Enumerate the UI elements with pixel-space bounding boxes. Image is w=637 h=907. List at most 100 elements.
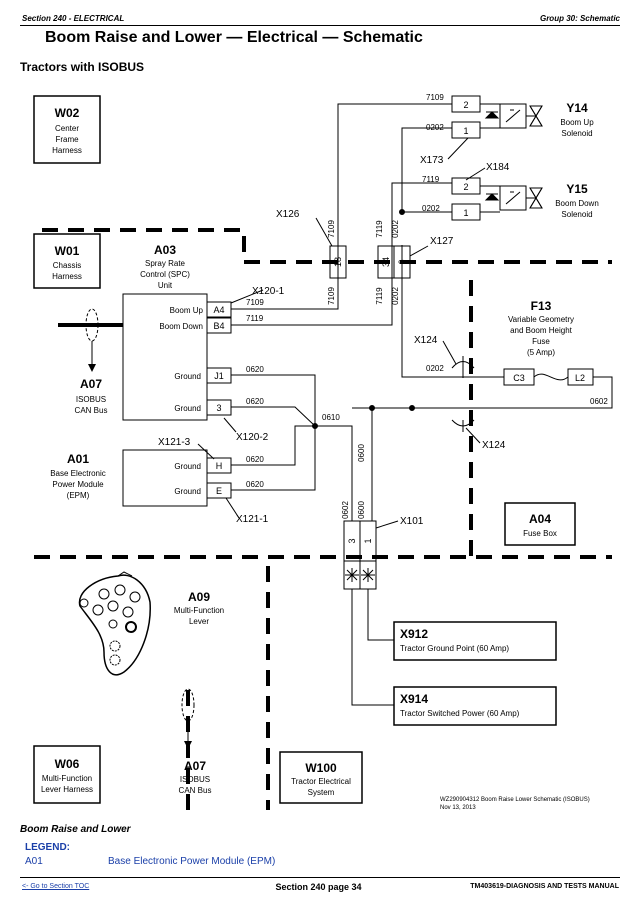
pin-a4: A4 bbox=[213, 305, 224, 315]
f13-name-1: Variable Geometry bbox=[508, 315, 574, 324]
y15-name-1: Boom Down bbox=[555, 199, 599, 208]
wire-0620-h: 0620 bbox=[246, 455, 264, 464]
a04-name: Fuse Box bbox=[523, 529, 557, 538]
legend-description: Base Electronic Power Module (EPM) bbox=[108, 856, 276, 867]
w100-name-1: Tractor Electrical bbox=[291, 777, 351, 786]
figure-ref-1: WZ290904312 Boom Raise Lower Schematic (… bbox=[440, 797, 590, 803]
x126-label: X126 bbox=[276, 209, 300, 220]
w06-name-2: Lever Harness bbox=[41, 785, 93, 794]
a09-name-1: Multi-Function bbox=[174, 606, 224, 615]
y14-pin-2: 2 bbox=[463, 100, 468, 110]
a03-pin-name-ground-1: Ground bbox=[174, 372, 201, 381]
w02-code: W02 bbox=[55, 106, 80, 120]
page-title: Boom Raise and Lower — Electrical — Sche… bbox=[45, 29, 423, 46]
x126-connector bbox=[329, 245, 347, 279]
header-rule bbox=[20, 25, 620, 26]
wire-0600-lower: 0600 bbox=[357, 501, 366, 519]
wire-7119-b4: 7119 bbox=[246, 314, 264, 323]
x914-name: Tractor Switched Power (60 Amp) bbox=[400, 709, 520, 718]
x173-label: X173 bbox=[420, 155, 444, 166]
wire-0610: 0610 bbox=[322, 413, 340, 422]
w06-box bbox=[33, 745, 101, 804]
wire-7109-upper: 7109 bbox=[327, 220, 336, 238]
w02-name-2: Frame bbox=[55, 135, 79, 144]
figure-ref-2: Nov 13, 2013 bbox=[440, 805, 476, 811]
a07-bottom-name-2: CAN Bus bbox=[179, 786, 212, 795]
x912-name: Tractor Ground Point (60 Amp) bbox=[400, 644, 509, 653]
a03-name-2: Control (SPC) bbox=[140, 270, 190, 279]
a03-name-1: Spray Rate bbox=[145, 259, 186, 268]
wire-0202-y14: 0202 bbox=[426, 123, 444, 132]
legend-code: A01 bbox=[25, 856, 43, 867]
pin-3: 3 bbox=[216, 403, 221, 413]
w100-name-2: System bbox=[308, 788, 335, 797]
a03-name-3: Unit bbox=[158, 281, 173, 290]
x127-label: X127 bbox=[430, 236, 454, 247]
x101-label: X101 bbox=[400, 516, 424, 527]
pin-h: H bbox=[216, 461, 223, 471]
y14-code: Y14 bbox=[566, 101, 588, 115]
toc-link[interactable]: <- Go to Section TOC bbox=[22, 883, 90, 890]
a07-bottom-name-1: ISOBUS bbox=[180, 775, 210, 784]
a01-name-1: Base Electronic bbox=[50, 469, 106, 478]
y15-name-2: Solenoid bbox=[561, 210, 592, 219]
w100-code: W100 bbox=[305, 761, 337, 775]
wire-0600-upper: 0600 bbox=[357, 444, 366, 462]
wire-0202-lower: 0202 bbox=[391, 287, 400, 305]
x914-code: X914 bbox=[400, 692, 428, 706]
x101-pin-3: 3 bbox=[347, 538, 357, 543]
legend-heading: LEGEND: bbox=[25, 842, 70, 853]
header-group: Group 30: Schematic bbox=[539, 14, 620, 23]
wire-7119-top: 7119 bbox=[422, 175, 440, 184]
x121-1-label: X121-1 bbox=[236, 514, 269, 525]
a01-code: A01 bbox=[67, 452, 89, 466]
x912-code: X912 bbox=[400, 627, 428, 641]
w01-name-1: Chassis bbox=[53, 261, 81, 270]
a07-bottom-code: A07 bbox=[184, 759, 206, 773]
a03-code: A03 bbox=[154, 243, 176, 257]
page-number: Section 240 page 34 bbox=[275, 882, 362, 892]
x127-pin-6 bbox=[393, 245, 411, 279]
a03-module bbox=[122, 293, 208, 421]
w06-code: W06 bbox=[55, 757, 80, 771]
pin-j1: J1 bbox=[214, 371, 224, 381]
a04-box bbox=[504, 502, 576, 546]
wire-7119-lower: 7119 bbox=[375, 287, 384, 305]
x127-pin-34-label: 34 bbox=[381, 257, 391, 267]
fuse-pin-l2: L2 bbox=[575, 373, 585, 383]
wire-0602-fuse: 0602 bbox=[590, 397, 608, 406]
a01-name-3: (EPM) bbox=[67, 491, 90, 500]
w06-name-1: Multi-Function bbox=[42, 774, 92, 783]
a03-pin-name-boom-down: Boom Down bbox=[159, 322, 203, 331]
header-section: Section 240 - ELECTRICAL bbox=[22, 14, 125, 23]
wire-0620-e: 0620 bbox=[246, 480, 264, 489]
w02-name-3: Harness bbox=[52, 146, 82, 155]
a03-pin-name-ground-2: Ground bbox=[174, 404, 201, 413]
wire-7109-top: 7109 bbox=[426, 93, 444, 102]
footer-rule bbox=[20, 877, 620, 878]
x124-top-label: X124 bbox=[414, 335, 438, 346]
y14-name-1: Boom Up bbox=[560, 118, 594, 127]
y15-code: Y15 bbox=[566, 182, 588, 196]
manual-name: TM403619-DIAGNOSIS AND TESTS MANUAL bbox=[470, 883, 619, 890]
x126-pin-18: 18 bbox=[333, 257, 343, 267]
x120-1-label: X120-1 bbox=[252, 286, 285, 297]
y15-pin-2: 2 bbox=[463, 182, 468, 192]
a04-code: A04 bbox=[529, 512, 551, 526]
a01-pin-name-ground-1: Ground bbox=[174, 462, 201, 471]
y14-name-2: Solenoid bbox=[561, 129, 592, 138]
f13-name-4: (5 Amp) bbox=[527, 348, 555, 357]
x124-bottom-label: X124 bbox=[482, 440, 506, 451]
wire-0202-y15: 0202 bbox=[422, 204, 440, 213]
x912-box bbox=[393, 621, 557, 661]
x184-label: X184 bbox=[486, 162, 510, 173]
x120-2-label: X120-2 bbox=[236, 432, 269, 443]
f13-name-3: Fuse bbox=[532, 337, 550, 346]
a01-pin-name-ground-2: Ground bbox=[174, 487, 201, 496]
harness-boundaries bbox=[34, 228, 612, 810]
w02-box bbox=[33, 95, 101, 164]
a01-module bbox=[122, 449, 208, 507]
w100-box bbox=[279, 751, 363, 804]
w02-name-1: Center bbox=[55, 124, 79, 133]
